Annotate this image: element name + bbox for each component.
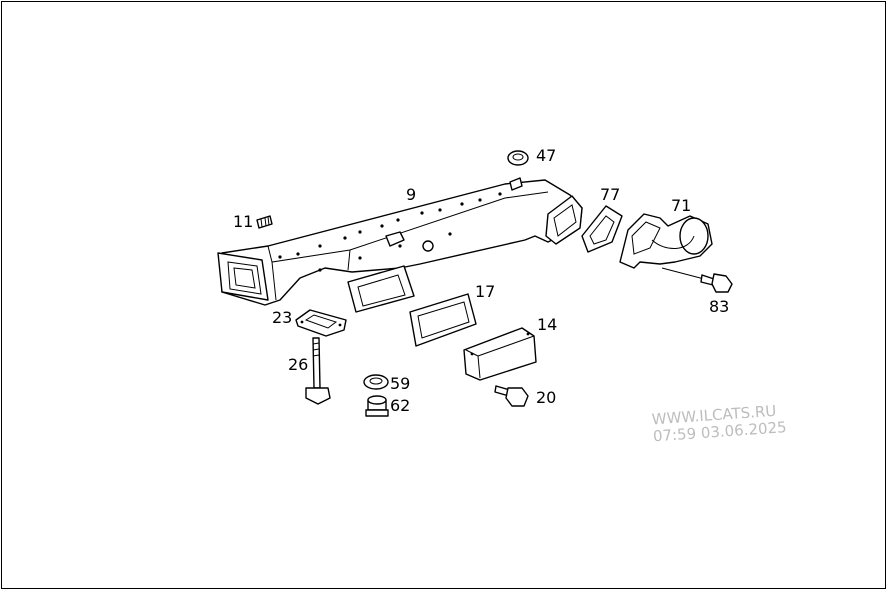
label-14: 14 (537, 315, 557, 334)
label-20: 20 (536, 388, 556, 407)
part-9-exhaust-manifold[interactable] (217, 177, 583, 313)
label-9: 9 (406, 185, 416, 204)
label-11: 11 (233, 212, 253, 231)
watermark: WWW.ILCATS.RU 07:59 03.06.2025 (651, 402, 787, 446)
part-23-gasket[interactable] (295, 309, 347, 337)
label-26: 26 (288, 355, 308, 374)
part-17-gasket[interactable] (409, 293, 477, 347)
label-83: 83 (709, 297, 729, 316)
part-26-long-bolt[interactable] (305, 337, 331, 405)
label-77: 77 (600, 185, 620, 204)
part-77-gasket[interactable] (581, 205, 623, 253)
label-47: 47 (536, 146, 556, 165)
label-59: 59 (390, 374, 410, 393)
label-62: 62 (390, 396, 410, 415)
part-47-seal-ring[interactable] (507, 150, 529, 166)
part-71-elbow[interactable] (619, 213, 713, 269)
label-17: 17 (475, 282, 495, 301)
label-71: 71 (671, 196, 691, 215)
part-11-stud[interactable] (256, 215, 273, 229)
part-83-bolt[interactable] (661, 267, 733, 293)
label-23: 23 (272, 308, 292, 327)
part-59-ring[interactable] (363, 374, 389, 390)
part-14-cover-plate[interactable] (463, 327, 537, 381)
part-62-plug[interactable] (365, 395, 389, 417)
part-20-bolt[interactable] (494, 385, 529, 407)
